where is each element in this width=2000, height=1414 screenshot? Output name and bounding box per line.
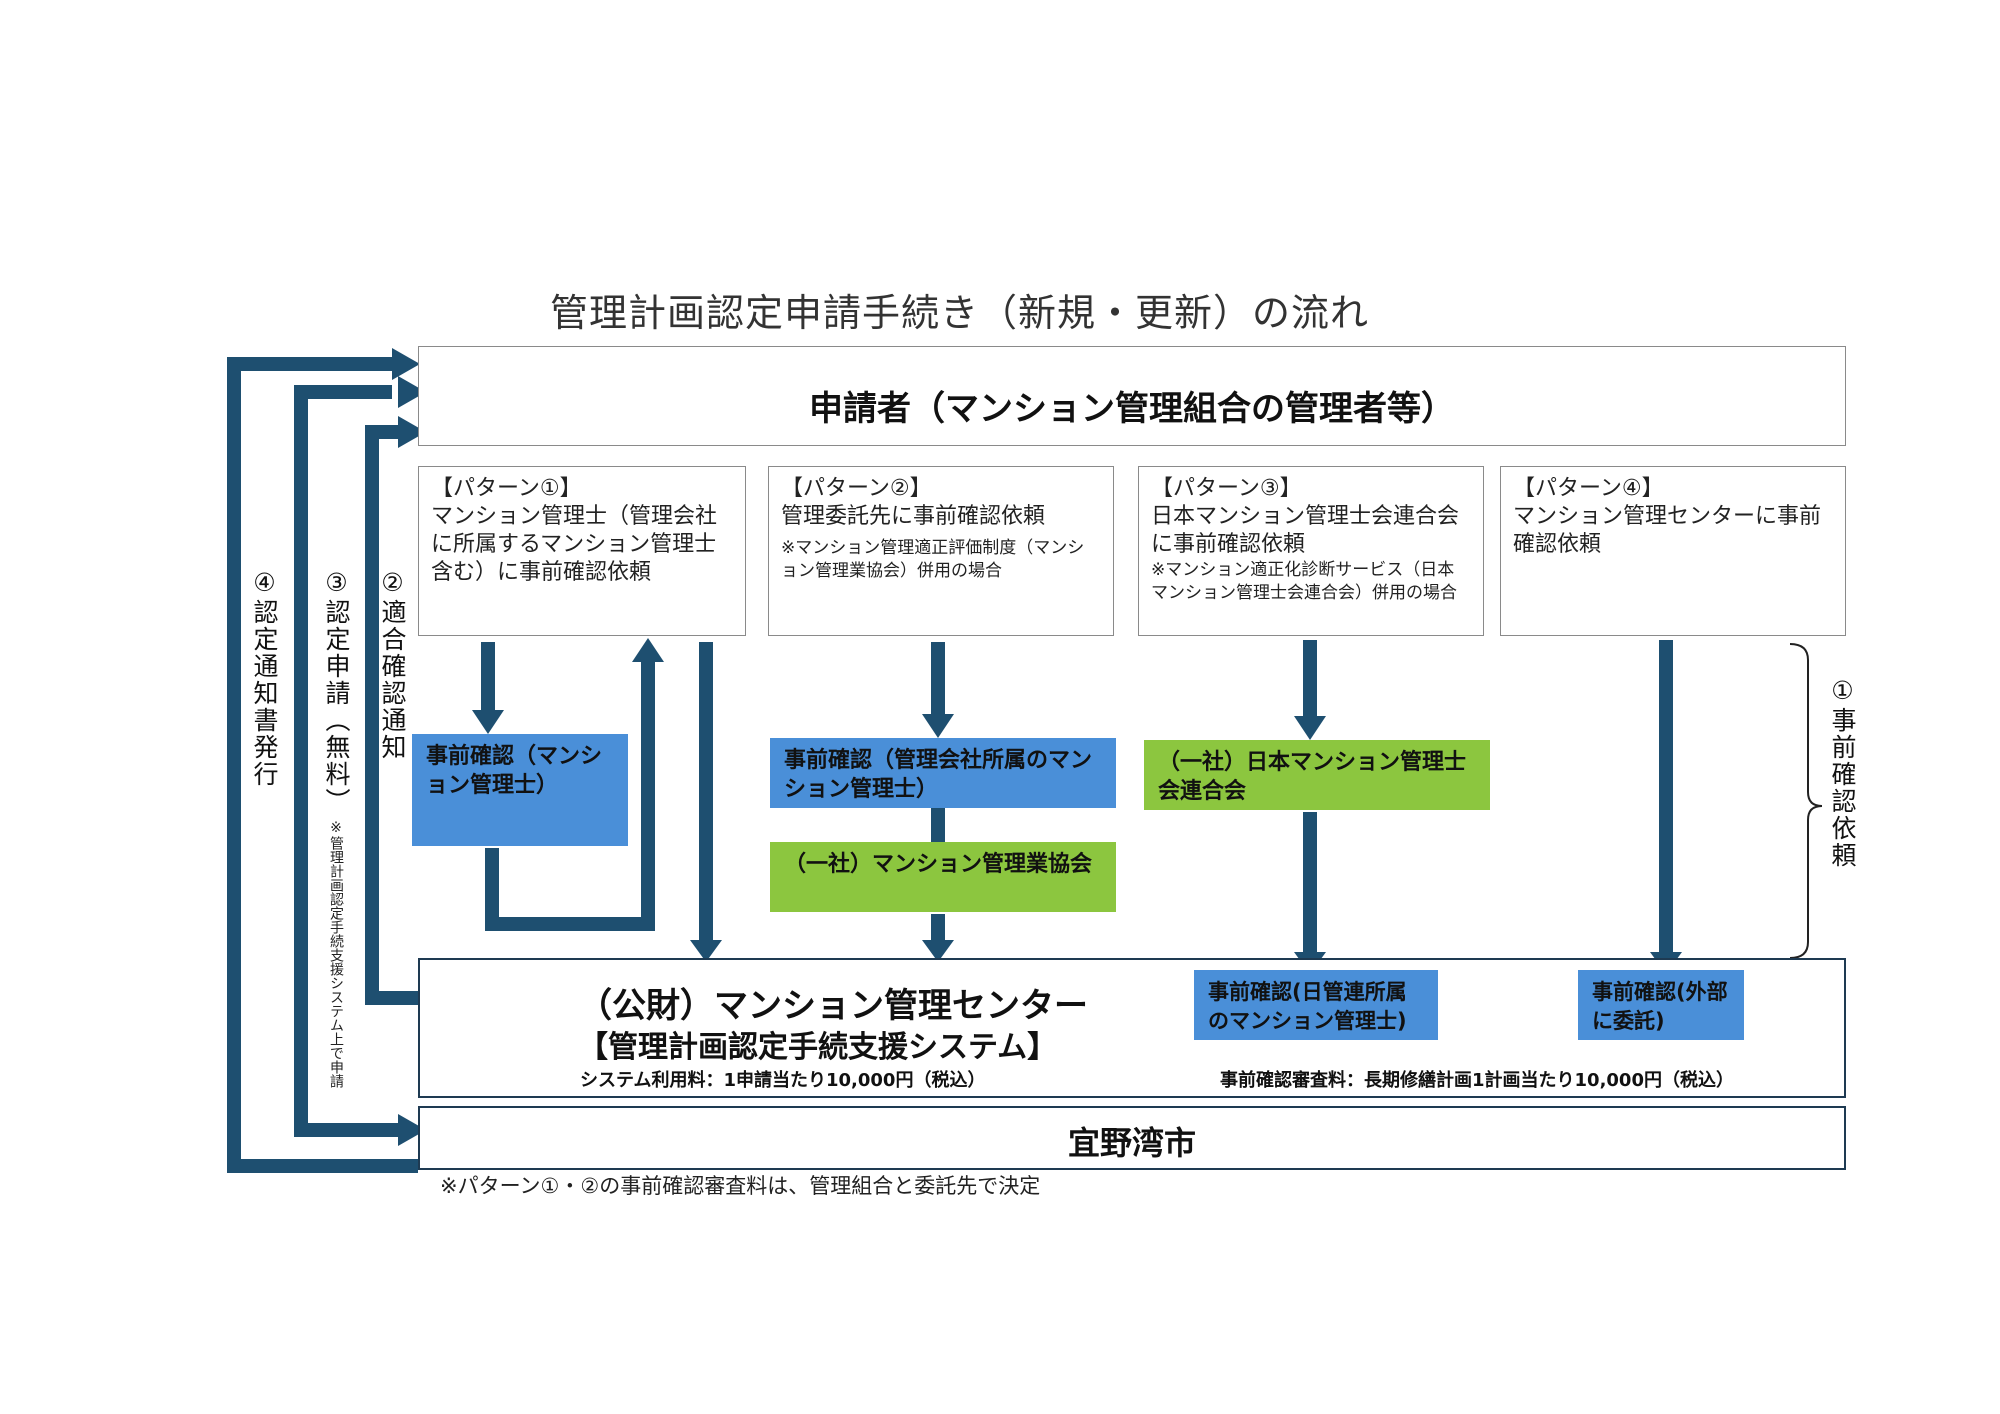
applicant-label: 申請者（マンション管理組合の管理者等） (809, 389, 1455, 429)
step3-note: ※管理計画認定手続支援システム上で申請 (328, 820, 344, 1088)
arrow-step3 (294, 385, 398, 1137)
pattern-3-body: 日本マンション管理士会連合会に事前確認依頼 (1151, 504, 1460, 557)
arrow-step4 (227, 357, 418, 1173)
center-system: 【管理計画認定手続支援システム】 (578, 1030, 1058, 1065)
pattern-3-note: ※マンション適正化診断サービス（日本マンション管理士会連合会）併用の場合 (1151, 560, 1457, 603)
check-p2-company: 事前確認（管理会社所属のマンション管理士） (770, 738, 1116, 808)
pattern-3-title: 【パターン③】 (1151, 476, 1302, 501)
system-fee: システム利用料：1申請当たり10,000円（税込） (580, 1070, 986, 1091)
check-p3-federation: （一社）日本マンション管理士会連合会 (1144, 740, 1490, 810)
pattern-2-title: 【パターン②】 (781, 476, 932, 501)
center-name: （公財）マンション管理センター (578, 986, 1088, 1026)
city-label: 宜野湾市 (1067, 1124, 1196, 1162)
pattern-1-body: マンション管理士（管理会社に所属するマンション管理士含む）に事前確認依頼 (431, 504, 718, 585)
bracket-step1 (1789, 643, 1823, 959)
arrow-step2 (365, 425, 418, 1005)
pattern-2-note: ※マンション管理適正評価制度（マンション管理業協会）併用の場合 (781, 538, 1085, 581)
check-p2-association: （一社）マンション管理業協会 (770, 842, 1116, 912)
check-p1: 事前確認（マンション管理士） (412, 734, 628, 846)
pattern-2-box: 【パターン②】 管理委託先に事前確認依頼 ※マンション管理適正評価制度（マンショ… (768, 466, 1114, 636)
check-p4-center: 事前確認(外部に委託) (1578, 970, 1744, 1040)
pattern-4-body: マンション管理センターに事前確認依頼 (1513, 504, 1822, 557)
page-title: 管理計画認定申請手続き（新規・更新）の流れ (550, 291, 1370, 335)
step1-label: ①事前確認依頼 (1828, 676, 1857, 869)
check-p3-center: 事前確認(日管連所属のマンション管理士) (1194, 970, 1438, 1040)
pattern-2-body: 管理委託先に事前確認依頼 (781, 504, 1046, 529)
footnote: ※パターン①・②の事前確認審査料は、管理組合と委託先で決定 (440, 1174, 1041, 1198)
step4-label: ④認定通知書発行 (250, 568, 279, 788)
city-box: 宜野湾市 (418, 1106, 1846, 1170)
pattern-1-box: 【パターン①】 マンション管理士（管理会社に所属するマンション管理士含む）に事前… (418, 466, 746, 636)
pattern-3-box: 【パターン③】 日本マンション管理士会連合会に事前確認依頼 ※マンション適正化診… (1138, 466, 1484, 636)
applicant-box: 申請者（マンション管理組合の管理者等） (418, 346, 1846, 446)
pattern-4-box: 【パターン④】 マンション管理センターに事前確認依頼 (1500, 466, 1846, 636)
pattern-4-title: 【パターン④】 (1513, 476, 1664, 501)
check-fee: 事前確認審査料：長期修繕計画1計画当たり10,000円（税込） (1220, 1070, 1734, 1091)
step2-label: ②適合確認通知 (378, 568, 407, 761)
step3-label: ③認定申請（無料） (322, 568, 351, 815)
arrow-p1-loop (485, 658, 655, 931)
pattern-1-title: 【パターン①】 (431, 476, 582, 501)
